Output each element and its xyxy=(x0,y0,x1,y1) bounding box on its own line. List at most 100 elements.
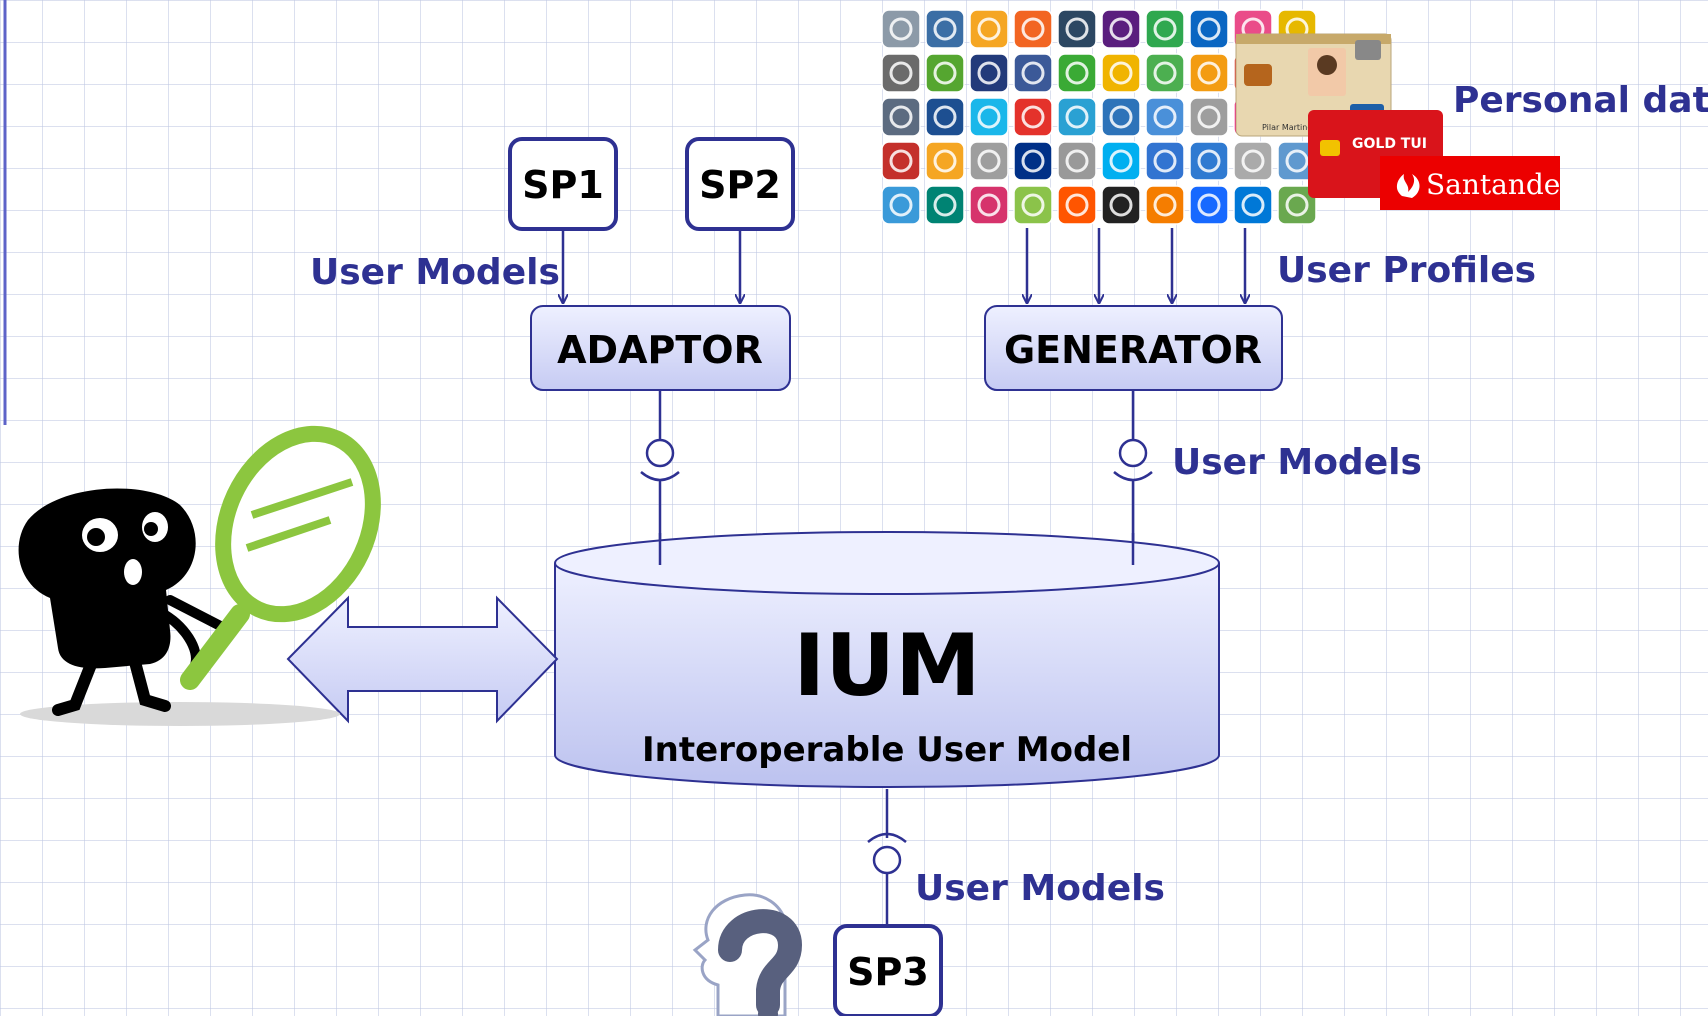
rss-icon-glyph xyxy=(1021,17,1045,41)
delicious-icon-glyph xyxy=(1153,149,1177,173)
retweet-icon-glyph xyxy=(977,149,1001,173)
msn-icon xyxy=(1101,97,1141,137)
tui-card-label: GOLD TUI xyxy=(1352,136,1427,152)
adaptor-box: ADAPTOR xyxy=(530,305,791,391)
cloud-icon-glyph xyxy=(889,193,913,217)
adaptor-interface-connector xyxy=(640,390,680,565)
wikipedia-icon-glyph xyxy=(1197,105,1221,129)
apple-icon-glyph xyxy=(1065,149,1089,173)
friendfeed-icon-glyph xyxy=(1197,149,1221,173)
android-icon-glyph xyxy=(1197,61,1221,85)
ebay-icon xyxy=(969,9,1009,49)
apple-icon xyxy=(1057,141,1097,181)
bidirectional-arrow xyxy=(286,595,559,724)
itunes-icon xyxy=(969,185,1009,225)
youtube-icon-glyph xyxy=(889,149,913,173)
vlog-icon xyxy=(1101,185,1141,225)
stumbleupon-icon xyxy=(925,53,965,93)
myspace-icon xyxy=(969,53,1009,93)
google-icon-glyph xyxy=(1241,149,1265,173)
paypal-icon-glyph xyxy=(1021,149,1045,173)
chat-icon-glyph xyxy=(1153,17,1177,41)
delicious-icon xyxy=(1145,141,1185,181)
wikipedia-icon xyxy=(1189,97,1229,137)
linkedin-icon xyxy=(1189,9,1229,49)
camera-icon xyxy=(925,97,965,137)
leaf-icon-glyph xyxy=(1153,61,1177,85)
leaf-icon xyxy=(1145,53,1185,93)
eye-icon-glyph xyxy=(1065,105,1089,129)
soundcloud-icon-glyph xyxy=(1065,193,1089,217)
stumbleupon-icon-glyph xyxy=(933,61,957,85)
skype-icon xyxy=(1101,141,1141,181)
youtube-icon xyxy=(881,141,921,181)
santander-card: Santander xyxy=(1380,156,1574,210)
sp1-box: SP1 xyxy=(508,137,618,231)
star-icon-glyph xyxy=(933,149,957,173)
slash-icon xyxy=(1277,185,1317,225)
santander-brand: Santander xyxy=(1426,168,1574,201)
facebook-icon-glyph xyxy=(1021,61,1045,85)
user-models-bottom-label: User Models xyxy=(915,868,1165,909)
speech-icon xyxy=(1145,97,1185,137)
hyves-icon-glyph xyxy=(1109,61,1133,85)
ring-icon-glyph xyxy=(889,17,913,41)
paypal-icon xyxy=(1013,141,1053,181)
cloud-icon xyxy=(881,185,921,225)
friendfeed-icon xyxy=(1189,141,1229,181)
blogger-icon xyxy=(1145,185,1185,225)
yahoo-icon-glyph xyxy=(1109,17,1133,41)
behance-icon-glyph xyxy=(1197,193,1221,217)
sp2-label: SP2 xyxy=(699,163,781,207)
amazon-icon xyxy=(881,53,921,93)
googleplus-icon xyxy=(1057,53,1097,93)
chat-icon xyxy=(1145,9,1185,49)
windows-icon xyxy=(1233,185,1273,225)
slash-icon-glyph xyxy=(1285,193,1309,217)
adaptor-label: ADAPTOR xyxy=(557,328,763,372)
download-icon xyxy=(881,97,921,137)
personal-data-label: Personal data xyxy=(1453,80,1708,121)
behance-icon xyxy=(1189,185,1229,225)
sp3-box: SP3 xyxy=(833,924,943,1016)
amazon-icon-glyph xyxy=(889,61,913,85)
thinking-head-question-icon xyxy=(692,893,803,1016)
itunes-icon-glyph xyxy=(977,193,1001,217)
ring-icon xyxy=(881,9,921,49)
user-profiles-label: User Profiles xyxy=(1277,250,1536,291)
tumblr-icon xyxy=(1057,9,1097,49)
msn-icon-glyph xyxy=(1109,105,1133,129)
tumblr-icon-glyph xyxy=(1065,17,1089,41)
blogger-icon-glyph xyxy=(1153,193,1177,217)
vimeo-icon-glyph xyxy=(977,105,1001,129)
user-models-top-label: User Models xyxy=(310,252,560,293)
wordpress-icon xyxy=(925,9,965,49)
sp3-label: SP3 xyxy=(847,950,929,994)
rss-icon xyxy=(1013,9,1053,49)
sp2-box: SP2 xyxy=(685,137,795,231)
ium-database: IUM Interoperable User Model xyxy=(554,531,1220,788)
googleplus-icon-glyph xyxy=(1065,61,1089,85)
yahoo-icon xyxy=(1101,9,1141,49)
google-icon xyxy=(1233,141,1273,181)
android-icon xyxy=(1189,53,1229,93)
generator-label: GENERATOR xyxy=(1004,328,1262,372)
id-card-holder: Pilar Martinez Garcia xyxy=(1262,123,1345,132)
vlog-icon-glyph xyxy=(1109,193,1133,217)
sp1-label: SP1 xyxy=(522,163,604,207)
eye-icon xyxy=(1057,97,1097,137)
reddit-icon-glyph xyxy=(1285,149,1309,173)
facebook-icon xyxy=(1013,53,1053,93)
bing-icon-glyph xyxy=(933,193,957,217)
sp3-interface-connector xyxy=(867,789,907,925)
soundcloud-icon xyxy=(1057,185,1097,225)
mascot-with-magnifier-icon xyxy=(18,425,381,726)
star-icon xyxy=(925,141,965,181)
ium-subtitle: Interoperable User Model xyxy=(642,730,1132,770)
retweet-icon xyxy=(969,141,1009,181)
vimeo-icon xyxy=(969,97,1009,137)
bebo-icon xyxy=(1013,97,1053,137)
myspace-icon-glyph xyxy=(977,61,1001,85)
vine-icon xyxy=(1013,185,1053,225)
